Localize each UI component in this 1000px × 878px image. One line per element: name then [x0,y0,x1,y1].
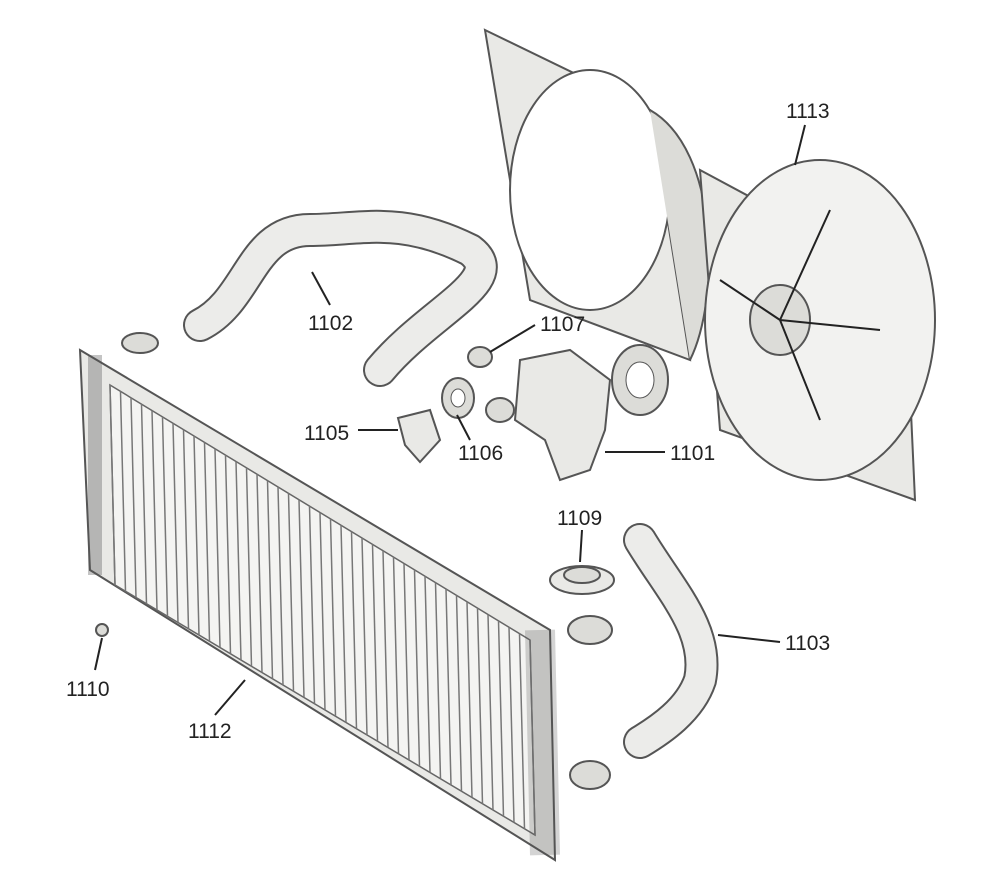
label-1106: 1106 [458,442,503,465]
fan-shroud [483,28,711,362]
label-1102: 1102 [308,312,353,335]
radiator-fin [277,486,284,686]
radiator-fin [445,588,452,786]
radiator-fin [403,563,410,761]
radiator-fin [434,582,442,779]
thermostat-housing [396,408,442,464]
radiator-fin [151,410,158,611]
radiator-fin [235,461,242,661]
radiator-fin [256,474,263,673]
gasket [441,377,475,419]
radiator-fin [109,384,116,586]
radiator-fin [119,391,127,592]
radiator-fin [308,506,316,704]
radiator-fin [319,512,326,711]
radiator-fin [214,448,221,648]
radiator-fin [371,544,379,742]
radiator-fin [382,550,389,748]
radiator-fin [182,429,190,629]
leader-lines [94,124,806,716]
radiator-fin [130,397,137,598]
radiator-fin [529,639,536,836]
label-1103: 1103 [785,632,830,655]
radiator-fin [224,455,232,654]
radiator-fin [298,499,305,698]
label-1101: 1101 [670,442,715,465]
radiator-fin [361,537,368,736]
radiator-fin [466,601,473,798]
radiator-fin [392,557,400,754]
radiator [78,332,613,862]
label-1109: 1109 [557,507,602,530]
radiator-fin [172,423,179,623]
radiator-fin [340,525,347,723]
radiator-fin [518,633,526,829]
radiator-fins [109,384,536,836]
radiator-fin [329,518,337,717]
radiator-fin [266,480,274,679]
label-1110: 1110 [66,678,110,701]
radiator-fin [508,627,515,823]
water-pump [485,344,669,482]
lower-hose [623,523,719,759]
radiator-fin [140,404,148,604]
radiator-fin [287,493,295,692]
radiator-fin [476,608,484,804]
part-1107 [467,346,493,368]
radiator-fin [161,416,169,617]
label-1107: 1107 [540,313,585,336]
label-1112: 1112 [188,720,232,743]
radiator-fin [193,435,200,636]
radiator-fin [455,595,463,792]
radiator-fin [487,614,494,811]
radiator-fin [245,467,253,667]
radiator-fin [203,442,211,642]
radiator-fin [413,569,421,767]
electric-fan-assembly [698,159,936,502]
upper-hose [183,209,498,387]
label-1105: 1105 [304,422,349,445]
radiator-fin [350,531,358,729]
radiator-fin [497,620,505,817]
drain-plug [95,623,109,637]
radiator-cap [549,565,615,595]
radiator-fin [424,576,431,773]
label-1113: 1113 [786,100,830,123]
